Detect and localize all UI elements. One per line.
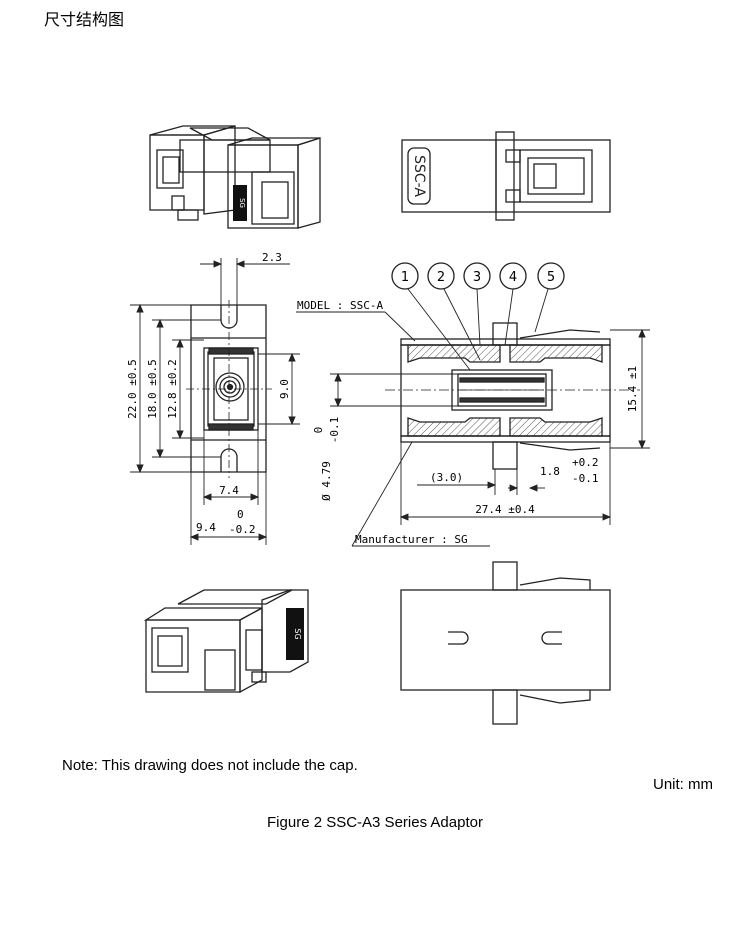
front-view — [186, 300, 272, 478]
figure-caption: Figure 2 SSC-A3 Series Adaptor — [267, 814, 483, 831]
balloon-2-label: 2 — [437, 270, 445, 285]
balloon-5 — [537, 262, 565, 290]
page-heading: 尺寸结构图 — [44, 12, 125, 29]
balloon-2 — [427, 262, 455, 290]
top-view-label: SSC-A — [411, 155, 427, 197]
dim-7-4: 7.4 — [219, 484, 239, 497]
svg-text:SG: SG — [238, 198, 246, 208]
dim-9-4-lower-tol: -0.2 — [229, 523, 256, 536]
dim-22: 22.0 ±0.5 — [126, 359, 139, 419]
manufacturer-label: Manufacturer : SG — [355, 533, 468, 546]
section-balloons: 1 2 3 4 5 — [391, 262, 565, 371]
iso-label: SG — [293, 628, 302, 639]
dim-3: (3.0) — [430, 471, 463, 484]
balloon-5-label: 5 — [547, 270, 555, 285]
section-leaders — [296, 311, 490, 547]
balloon-4-label: 4 — [509, 270, 517, 285]
balloon-1 — [391, 262, 419, 290]
dim-15-4: 15.4 ±1 — [626, 366, 639, 412]
dim-9: 9.0 — [278, 379, 291, 399]
dim-27-4: 27.4 ±0.4 — [475, 503, 535, 516]
dim-1-8-lower-tol: -0.1 — [572, 472, 599, 485]
dim-9-4: 9.4 — [196, 521, 216, 534]
balloon-1-label: 1 — [401, 270, 409, 285]
dim-4-79: Ø 4.79 — [320, 461, 333, 501]
balloon-3-label: 3 — [473, 270, 481, 285]
unit-text: Unit: mm — [653, 776, 713, 793]
iso-view-bottom: SG — [143, 589, 309, 694]
section-dimensions — [330, 328, 650, 525]
dim-9-4-upper-tol: 0 — [237, 508, 244, 521]
dim-1-8: 1.8 — [540, 465, 560, 478]
dim-4-79-upper-tol: 0 — [312, 427, 325, 434]
top-view: SSC-A — [401, 131, 611, 221]
model-label: MODEL : SSC-A — [297, 299, 383, 312]
dim-1-8-upper-tol: +0.2 — [572, 456, 599, 469]
dim-2-3: 2.3 — [262, 251, 282, 264]
dim-4-79-lower-tol: -0.1 — [328, 417, 341, 444]
iso-view-top: SG — [149, 125, 321, 229]
front-view-dimension-labels: 2.3 22.0 ±0.5 18.0 ±0.5 12.8 ±0.2 9.0 7.… — [126, 251, 291, 536]
dim-12-8: 12.8 ±0.2 — [166, 359, 179, 419]
note-text: Note: This drawing does not include the … — [62, 757, 358, 774]
dim-18: 18.0 ±0.5 — [146, 359, 159, 419]
section-view — [385, 322, 640, 470]
front-view-dimensions — [130, 258, 300, 545]
bottom-view — [400, 561, 611, 725]
